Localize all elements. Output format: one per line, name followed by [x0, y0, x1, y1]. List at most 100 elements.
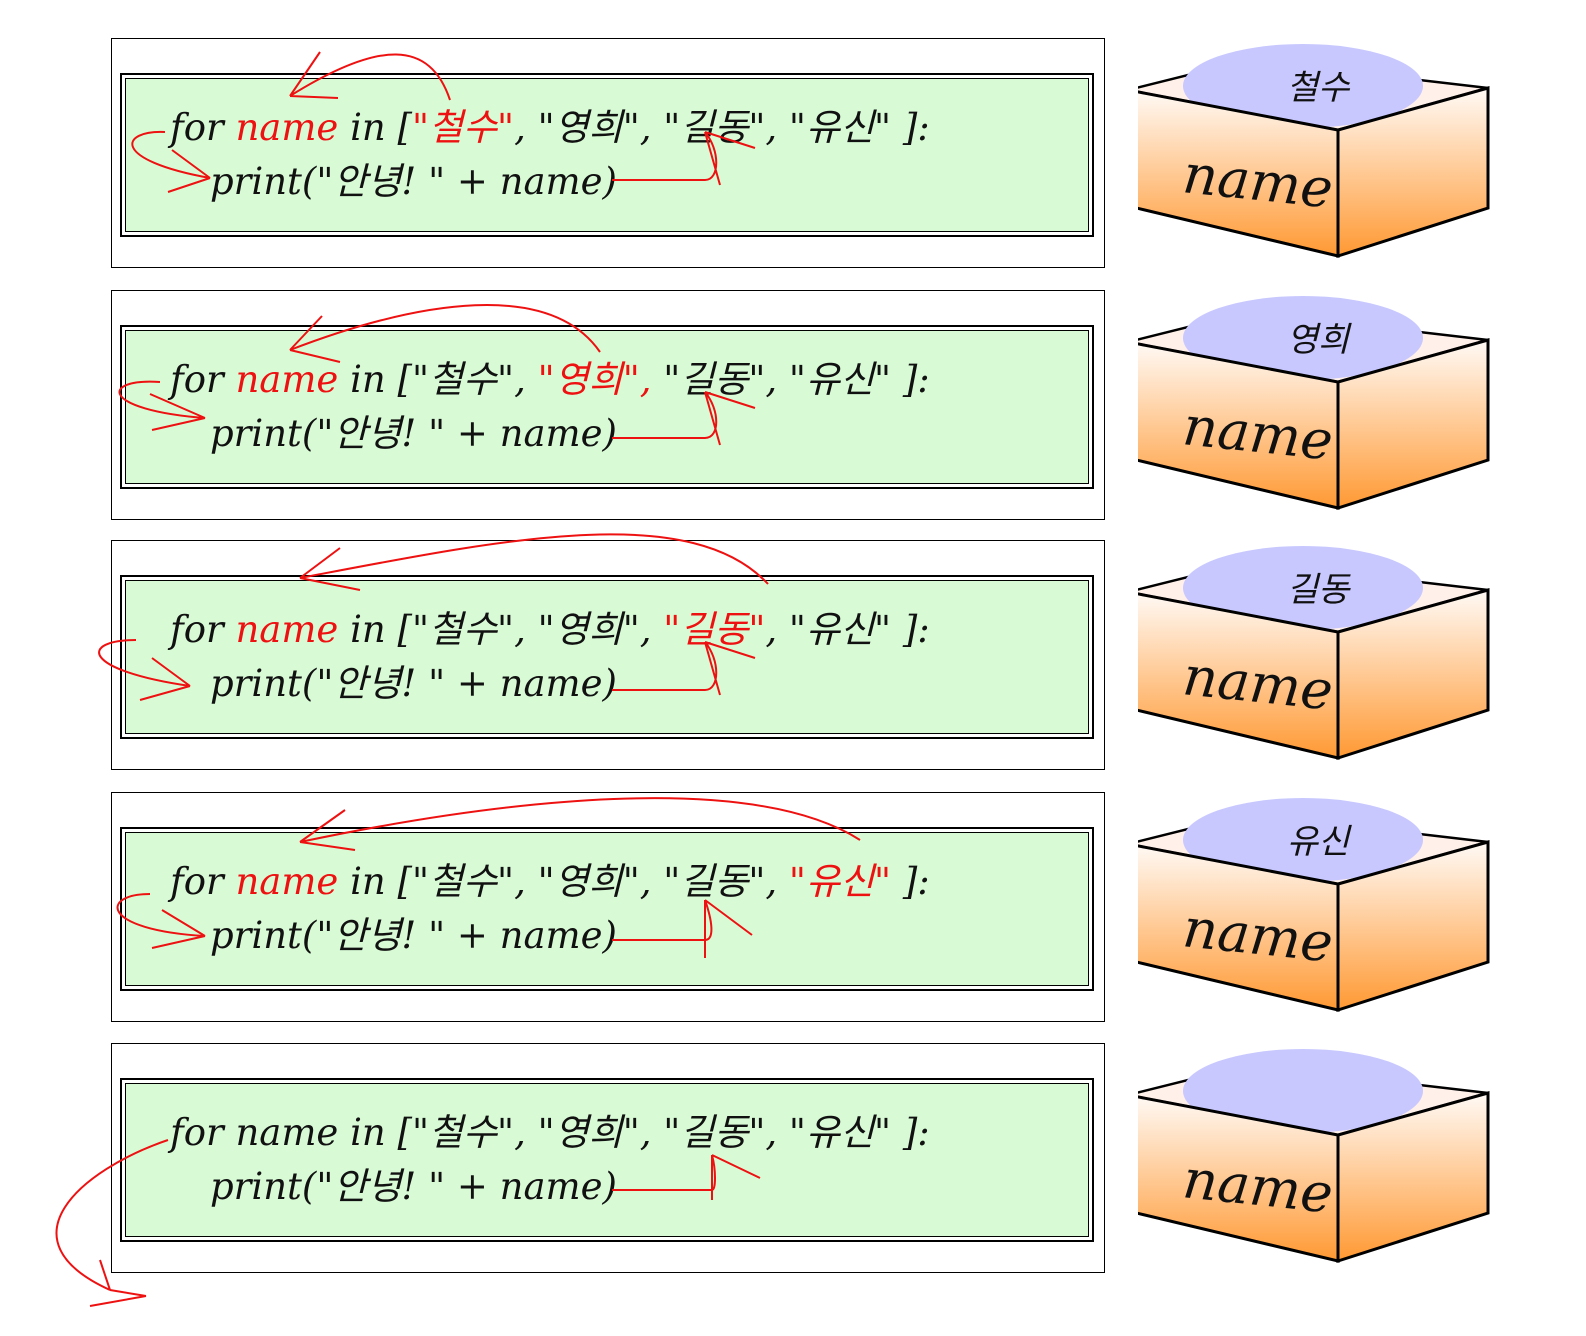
box-lid: [1183, 44, 1423, 128]
for-line: for name in ["철수", "영희", "길동", "유신" ]:: [170, 863, 930, 900]
code-block: for name in ["철수", "영희", "길동", "유신" ]: pr…: [120, 325, 1094, 489]
print-statement: print("안녕! " + name): [210, 412, 617, 455]
code-block: for name in ["철수", "영희", "길동", "유신" ]: pr…: [120, 73, 1094, 237]
box-lid: [1183, 1049, 1423, 1133]
list-close: ]:: [902, 860, 930, 903]
list-open: [: [397, 1111, 412, 1154]
list-close: ]:: [902, 106, 930, 149]
box-side: [1336, 338, 1490, 511]
code-area: for name in ["철수", "영희", "길동", "유신" ]: pr…: [125, 1083, 1089, 1237]
print-statement: print("안녕! " + name): [210, 160, 617, 203]
loop-variable: name: [235, 860, 339, 903]
list-separator: ,: [514, 106, 538, 149]
list-open: [: [397, 860, 412, 903]
list-separator: ,: [639, 1111, 664, 1154]
keyword-for: for: [170, 358, 224, 401]
box-lid: [1183, 546, 1423, 630]
list-open: [: [397, 608, 412, 651]
print-line: print("안녕! " + name): [210, 163, 617, 200]
box-value: 길동: [1286, 570, 1350, 610]
list-item-1: "철수": [411, 1111, 515, 1154]
code-area: for name in ["철수", "영희", "길동", "유신" ]: pr…: [125, 832, 1089, 986]
list-separator: ,: [639, 358, 664, 401]
list-item-2: "영희": [537, 1111, 640, 1154]
code-block: for name in ["철수", "영희", "길동", "유신" ]: pr…: [120, 1078, 1094, 1242]
for-line: for name in ["철수", "영희", "길동", "유신" ]:: [170, 611, 930, 648]
list-item-3: "길동": [663, 358, 766, 401]
list-item-4: "유신": [788, 860, 892, 903]
box-side: [1336, 840, 1490, 1013]
list-separator: ,: [639, 608, 664, 651]
for-line: for name in ["철수", "영희", "길동", "유신" ]:: [170, 1114, 930, 1151]
list-item-3: "길동": [663, 608, 766, 651]
list-item-2: "영희": [537, 358, 640, 401]
list-item-3: "길동": [663, 860, 766, 903]
list-item-2: "영희": [537, 106, 640, 149]
list-item-2: "영희": [537, 608, 640, 651]
box-value: 영희: [1286, 320, 1350, 360]
for-line: for name in ["철수", "영희", "길동", "유신" ]:: [170, 361, 930, 398]
list-item-4: "유신": [788, 106, 892, 149]
keyword-in: in: [350, 1111, 386, 1154]
box-side: [1336, 86, 1490, 259]
variable-box-5: name: [1138, 1047, 1498, 1277]
list-open: [: [397, 358, 412, 401]
list-separator: ,: [765, 608, 789, 651]
loop-variable: name: [235, 608, 339, 651]
keyword-for: for: [170, 860, 224, 903]
list-item-3: "길동": [663, 106, 766, 149]
box-value: 유신: [1286, 822, 1350, 862]
box-lid: [1183, 296, 1423, 380]
list-item-1: "철수": [411, 106, 515, 149]
list-close: ]:: [902, 608, 930, 651]
list-item-1: "철수": [411, 358, 515, 401]
keyword-in: in: [350, 106, 386, 149]
code-area: for name in ["철수", "영희", "길동", "유신" ]: pr…: [125, 330, 1089, 484]
list-separator: ,: [765, 1111, 789, 1154]
list-separator: ,: [765, 358, 789, 401]
print-line: print("안녕! " + name): [210, 917, 617, 954]
list-item-4: "유신": [788, 1111, 892, 1154]
list-item-2: "영희": [537, 860, 640, 903]
list-item-4: "유신": [788, 608, 892, 651]
list-separator: ,: [639, 106, 664, 149]
box-lid: [1183, 798, 1423, 882]
keyword-for: for: [170, 608, 224, 651]
for-line: for name in ["철수", "영희", "길동", "유신" ]:: [170, 109, 930, 146]
list-item-3: "길동": [663, 1111, 766, 1154]
code-area: for name in ["철수", "영희", "길동", "유신" ]: pr…: [125, 78, 1089, 232]
list-separator: ,: [514, 860, 538, 903]
step-panel-2: for name in ["철수", "영희", "길동", "유신" ]: pr…: [111, 290, 1105, 520]
print-statement: print("안녕! " + name): [210, 662, 617, 705]
list-item-1: "철수": [411, 860, 515, 903]
print-statement: print("안녕! " + name): [210, 914, 617, 957]
print-line: print("안녕! " + name): [210, 665, 617, 702]
loop-variable: name: [235, 1111, 339, 1154]
step-panel-4: for name in ["철수", "영희", "길동", "유신" ]: pr…: [111, 792, 1105, 1022]
keyword-in: in: [350, 358, 386, 401]
list-item-1: "철수": [411, 608, 515, 651]
print-line: print("안녕! " + name): [210, 415, 617, 452]
box-side: [1336, 588, 1490, 761]
list-close: ]:: [902, 358, 930, 401]
print-statement: print("안녕! " + name): [210, 1165, 617, 1208]
box-side: [1336, 1091, 1490, 1264]
list-separator: ,: [765, 106, 789, 149]
list-item-4: "유신": [788, 358, 892, 401]
print-line: print("안녕! " + name): [210, 1168, 617, 1205]
list-separator: ,: [765, 860, 789, 903]
keyword-for: for: [170, 1111, 224, 1154]
code-block: for name in ["철수", "영희", "길동", "유신" ]: pr…: [120, 575, 1094, 739]
keyword-for: for: [170, 106, 224, 149]
step-panel-5: for name in ["철수", "영희", "길동", "유신" ]: pr…: [111, 1043, 1105, 1273]
list-close: ]:: [902, 1111, 930, 1154]
step-panel-3: for name in ["철수", "영희", "길동", "유신" ]: pr…: [111, 540, 1105, 770]
step-panel-1: for name in ["철수", "영희", "길동", "유신" ]: pr…: [111, 38, 1105, 268]
list-separator: ,: [639, 860, 664, 903]
loop-variable: name: [235, 358, 339, 401]
list-separator: ,: [514, 358, 538, 401]
